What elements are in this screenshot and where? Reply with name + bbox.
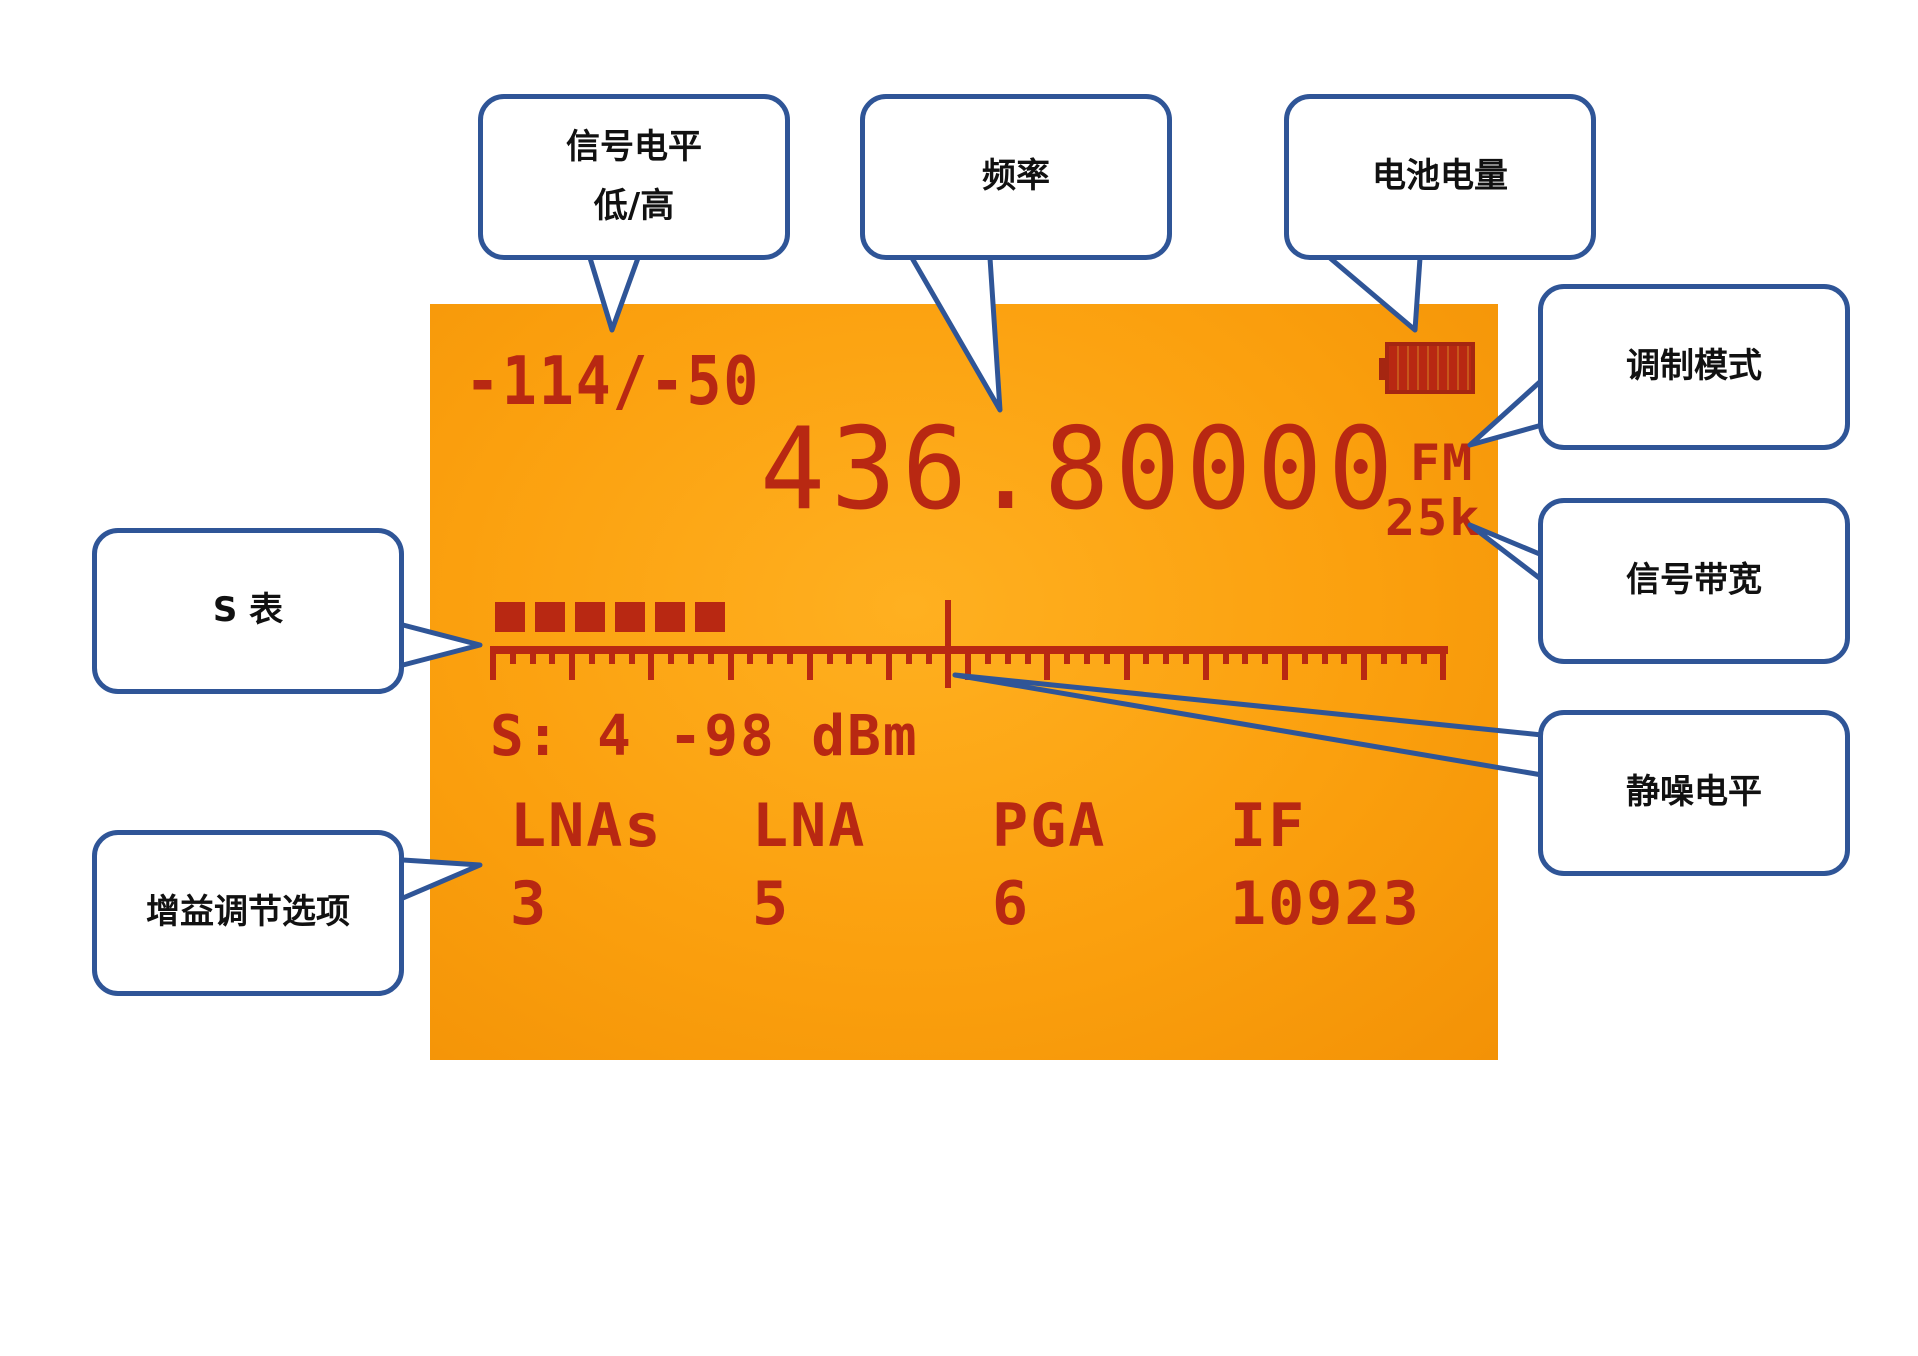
s-meter-tick (1163, 654, 1170, 664)
s-meter-tick (1202, 654, 1209, 680)
s-meter-tick (1222, 654, 1229, 664)
s-meter-tick (1400, 654, 1407, 664)
callout-modulation: 调制模式 (1538, 284, 1850, 450)
s-meter-tick (668, 654, 675, 664)
s-meter-tick (866, 654, 873, 664)
callout-gain: 增益调节选项 (92, 830, 404, 996)
callout-bandwidth: 信号带宽 (1538, 498, 1850, 664)
callout-modulation-label: 调制模式 (1626, 346, 1762, 387)
gain-name-if: IF (1230, 791, 1307, 861)
s-meter-tick (1242, 654, 1249, 664)
s-meter-segment (535, 602, 565, 632)
modulation-mode: FM (1410, 434, 1475, 492)
gain-name-pga: PGA (992, 791, 1107, 861)
s-meter-tick (1103, 654, 1110, 664)
callout-s-meter-label: S 表 (212, 590, 284, 631)
s-meter-tick (628, 654, 635, 664)
s-meter-bar (495, 602, 745, 632)
frequency-readout: 436.80000 (760, 404, 1400, 536)
s-meter-readout: S: 4 -98 dBm (490, 704, 919, 769)
s-meter-tick (767, 654, 774, 664)
callout-gain-label: 增益调节选项 (146, 892, 350, 933)
s-meter-tick (1143, 654, 1150, 664)
gain-value-pga: 6 (992, 869, 1031, 939)
s-meter-scale (490, 646, 1448, 654)
callout-frequency: 频率 (860, 94, 1172, 260)
s-meter-tick (648, 654, 655, 680)
s-meter-tick (1381, 654, 1387, 664)
signal-level-readout: -114/-50 (465, 342, 761, 421)
s-meter-tick (925, 654, 932, 664)
s-meter-tick (490, 654, 496, 680)
s-meter-tick (1183, 654, 1189, 664)
callout-signal-level: 信号电平 低/高 (478, 94, 790, 260)
s-meter-tick (905, 654, 912, 664)
s-meter-tick (1123, 654, 1130, 680)
callout-frequency-label: 频率 (982, 156, 1050, 197)
s-meter-tick (1044, 654, 1051, 680)
s-meter-tick (1262, 654, 1269, 664)
callout-battery: 电池电量 (1284, 94, 1596, 260)
s-meter-tick (509, 654, 516, 664)
s-meter-tick (787, 654, 793, 664)
signal-bandwidth: 25k (1385, 489, 1482, 547)
s-meter-tick (985, 654, 991, 664)
callout-bandwidth-label: 信号带宽 (1626, 560, 1762, 601)
gain-value-if: 10923 (1230, 869, 1421, 939)
s-meter-tick (1341, 654, 1348, 664)
s-meter-tick (707, 654, 714, 664)
s-meter-tick (1064, 654, 1071, 664)
lcd-display: -114/-50 436.80000 FM 25k S: 4 -98 dBm L… (430, 304, 1498, 1060)
s-meter-tick (1024, 654, 1031, 664)
s-meter-tick (1361, 654, 1368, 680)
s-meter-tick (886, 654, 892, 680)
s-meter-segment (575, 602, 605, 632)
squelch-marker (945, 600, 951, 688)
s-meter-tick (727, 654, 734, 680)
callout-squelch-label: 静噪电平 (1626, 772, 1762, 813)
s-meter-tick (826, 654, 833, 664)
s-meter-tick (529, 654, 536, 664)
s-meter-tick (569, 654, 576, 680)
s-meter-tick (608, 654, 615, 664)
gain-value-lnas: 3 (510, 869, 549, 939)
s-meter-tick (1420, 654, 1427, 664)
s-meter-tick (549, 654, 556, 664)
callout-squelch: 静噪电平 (1538, 710, 1850, 876)
s-meter-segment (695, 602, 725, 632)
s-meter-tick (846, 654, 853, 664)
callout-battery-label: 电池电量 (1372, 156, 1508, 197)
gain-name-lna: LNA (752, 791, 867, 861)
callout-signal-level-range: 低/高 (593, 186, 675, 226)
s-meter-tick (1004, 654, 1011, 664)
s-meter-tick (688, 654, 694, 664)
s-meter-tick (1321, 654, 1328, 664)
s-meter-tick (1440, 654, 1447, 680)
s-meter-segment (655, 602, 685, 632)
s-meter-segment (495, 602, 525, 632)
s-meter-tick (806, 654, 813, 680)
s-meter-segment (615, 602, 645, 632)
callout-s-meter: S 表 (92, 528, 404, 694)
gain-value-lna: 5 (752, 869, 791, 939)
gain-name-lnas: LNAs (510, 791, 663, 861)
s-meter-tick (1301, 654, 1308, 664)
s-meter-tick (1282, 654, 1288, 680)
s-meter-tick (589, 654, 595, 664)
callout-signal-level-title: 信号电平 (566, 126, 702, 167)
s-meter-tick (1084, 654, 1090, 664)
s-meter-tick (747, 654, 754, 664)
s-meter-tick (965, 654, 972, 680)
battery-icon (1379, 342, 1475, 394)
